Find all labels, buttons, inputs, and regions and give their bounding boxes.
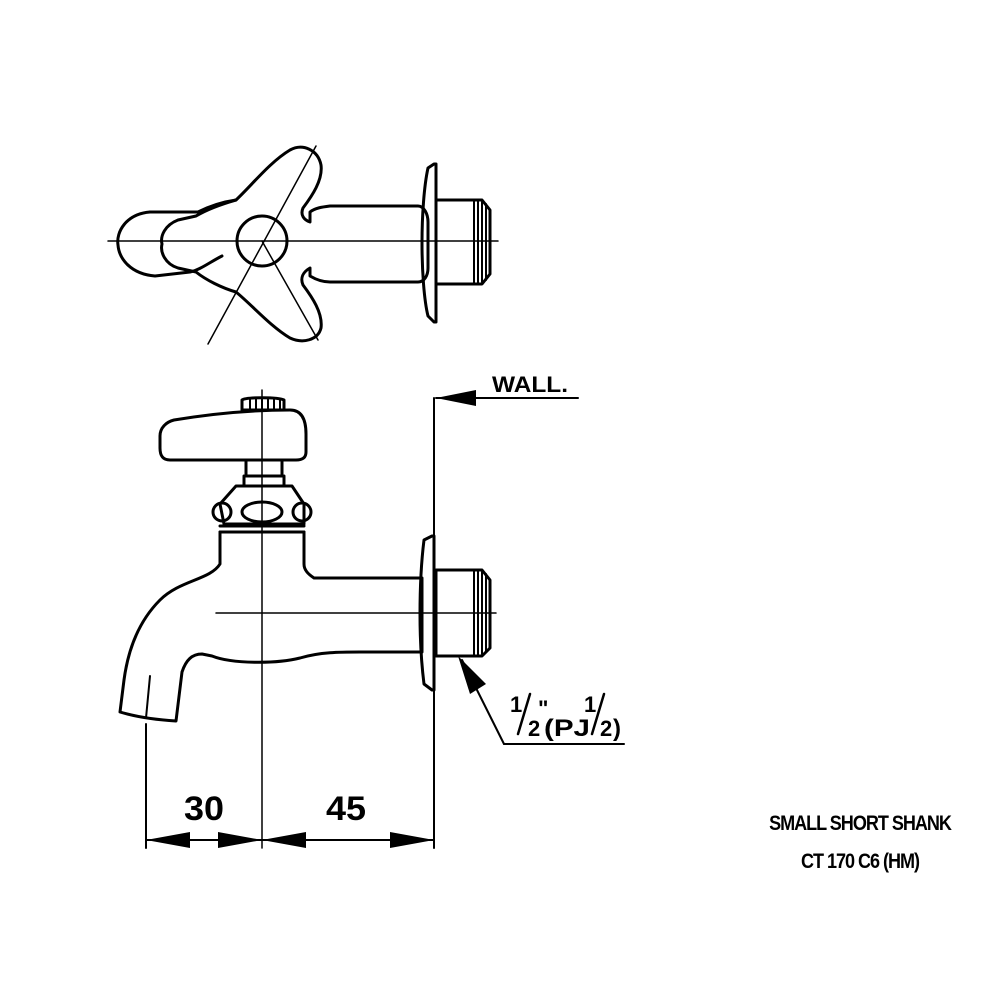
dim30-arrow-left — [146, 832, 190, 848]
wall-reference — [433, 390, 579, 849]
side-view — [118, 389, 497, 849]
thread-pj-text: (PJ — [544, 715, 590, 742]
thread-frac1-bar — [516, 692, 532, 736]
side-view-body — [118, 530, 424, 723]
title-line-2: CT 170 C6 (HM) — [800, 850, 920, 873]
top-view-body-upper — [148, 198, 238, 214]
dim45-arrow-right — [390, 832, 434, 848]
side-view-nut — [434, 568, 492, 658]
side-view-stem — [242, 458, 286, 488]
thread-inch-mark: " — [538, 696, 548, 721]
thread-arrowhead — [458, 656, 486, 694]
top-view-handle — [160, 145, 430, 343]
thread-close-paren: ) — [613, 715, 621, 742]
dim30-arrow-right — [218, 832, 262, 848]
thread-frac1-den: 2 — [528, 716, 540, 741]
side-view-bolt-left — [211, 501, 233, 523]
top-view — [107, 145, 499, 345]
top-view-body-outline — [116, 210, 224, 278]
wall-label: WALL. — [492, 372, 568, 397]
side-view-knob-ridges — [249, 397, 281, 411]
thread-frac2-bar — [590, 692, 606, 736]
side-view-handle — [158, 408, 308, 462]
thread-frac1-num: 1 — [510, 692, 522, 717]
top-view-nut-thread — [473, 199, 487, 285]
dimension-lines — [145, 723, 435, 849]
dim45-arrow-left — [262, 832, 306, 848]
wall-arrowhead — [436, 390, 476, 406]
side-view-bolt-right — [291, 501, 313, 523]
thread-frac2-num: 1 — [584, 692, 596, 717]
side-view-knob — [240, 396, 286, 412]
title-line-1: SMALL SHORT SHANK — [769, 812, 952, 835]
dimension-30-label: 30 — [184, 790, 224, 828]
top-view-nut — [434, 198, 492, 286]
thread-size-label: 1 2 " (PJ 1 2 ) — [510, 692, 621, 742]
top-view-flange — [420, 162, 438, 324]
thread-callout — [458, 656, 625, 745]
side-view-flange — [418, 534, 436, 692]
side-view-spout-edge — [145, 675, 151, 719]
top-view-centerline-diag — [207, 145, 317, 345]
dimension-45-label: 45 — [326, 790, 366, 828]
thread-frac2-den: 2 — [600, 716, 612, 741]
top-view-centerline-diag2 — [261, 240, 319, 341]
